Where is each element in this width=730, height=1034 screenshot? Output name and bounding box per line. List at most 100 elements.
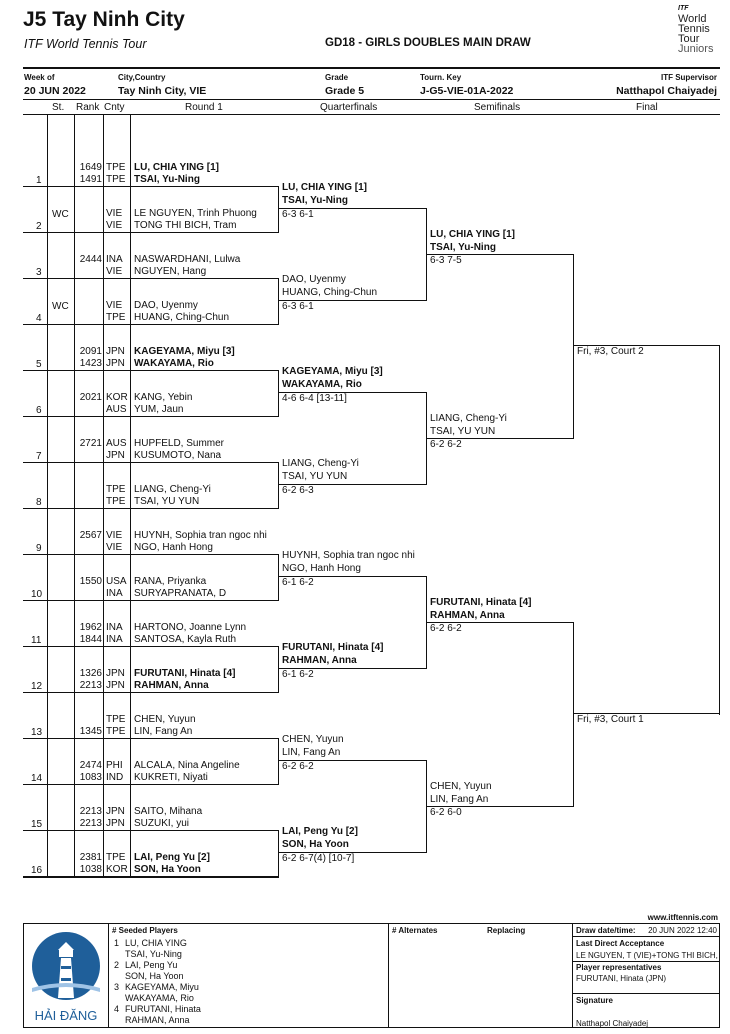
r1-line — [23, 738, 279, 739]
col-rank: Rank — [76, 102, 100, 113]
entry-status: WC — [52, 301, 69, 312]
player-country: TPE — [106, 714, 126, 725]
sf-connector — [573, 254, 574, 439]
sf-score: 6-2 6-2 — [430, 623, 462, 634]
r1-line — [23, 370, 279, 371]
supervisor-value: Natthapol Chaiyadej — [616, 85, 717, 97]
footer-box — [23, 923, 720, 1028]
qf-score: 6-2 6-2 — [282, 761, 314, 772]
player-country: VIE — [106, 300, 123, 311]
qf-winner-1: LIANG, Cheng-Yi — [282, 458, 359, 469]
reps-value: FURUTANI, Hinata (JPN) — [576, 974, 667, 983]
player-rank: 2213 — [79, 680, 102, 691]
player-country: INA — [106, 254, 123, 265]
player-country: JPN — [106, 680, 125, 691]
player-country: VIE — [106, 530, 123, 541]
draw-line-number: 12 — [31, 681, 43, 692]
draw-line-number: 15 — [31, 819, 43, 830]
r1-connector — [278, 462, 279, 509]
qf-winner-1: KAGEYAMA, Miyu [3] — [282, 366, 383, 377]
final-line — [573, 345, 720, 346]
tourn-key-label: Tourn. Key — [420, 73, 462, 82]
qf-winner-1: LU, CHIA YING [1] — [282, 182, 368, 193]
draw-name: GD18 - GIRLS DOUBLES MAIN DRAW — [325, 37, 531, 49]
player-country: VIE — [106, 208, 123, 219]
seed-player-1: LAI, Peng Yu — [125, 960, 178, 970]
r1-connector — [278, 646, 279, 693]
col-final: Final — [636, 102, 658, 113]
sep-st — [47, 114, 48, 877]
r1-connector — [278, 370, 279, 417]
player-country: JPN — [106, 668, 125, 679]
player-name: SUZUKI, yui — [134, 818, 190, 829]
r1-line — [23, 554, 279, 555]
col-sf: Semifinals — [474, 102, 521, 113]
qf-line — [278, 484, 427, 485]
sep-name — [130, 114, 131, 877]
player-name: LU, CHIA YING [1] — [134, 162, 220, 173]
player-rank: 1423 — [79, 358, 102, 369]
player-name: HUPFELD, Summer — [134, 438, 225, 449]
draw-line-number: 10 — [31, 589, 43, 600]
signature-label: Signature — [576, 996, 613, 1005]
player-country: AUS — [106, 438, 127, 449]
sep-cnty — [103, 114, 104, 877]
page-subtitle: ITF World Tennis Tour — [24, 37, 147, 51]
seed-number: 2 — [114, 960, 120, 970]
player-name: KAGEYAMA, Miyu [3] — [134, 346, 235, 357]
final-connector — [719, 345, 720, 715]
seed-player-1: LU, CHIA YING — [125, 938, 187, 948]
player-rank: 1962 — [79, 622, 102, 633]
player-rank: 1491 — [79, 174, 102, 185]
player-name: FURUTANI, Hinata [4] — [134, 668, 236, 679]
player-rank: 1345 — [79, 726, 102, 737]
player-country: JPN — [106, 358, 125, 369]
player-name: KANG, Yebin — [134, 392, 193, 403]
player-country: JPN — [106, 806, 125, 817]
draw-date-value: 20 JUN 2022 12:40 — [648, 926, 717, 935]
week-value: 20 JUN 2022 — [24, 85, 86, 97]
sf-line — [426, 806, 574, 807]
r1-line — [23, 324, 279, 325]
supervisor-label: ITF Supervisor — [660, 73, 717, 82]
itf-logo: ITF World Tennis Tour Juniors — [678, 5, 724, 57]
draw-line-number: 2 — [36, 221, 42, 232]
sf-winner-1: CHEN, Yuyun — [430, 781, 492, 792]
sf-winner-2: TSAI, YU YUN — [430, 426, 496, 437]
player-name: LIANG, Cheng-Yi — [134, 484, 211, 495]
player-rank: 1326 — [79, 668, 102, 679]
player-name: LE NGUYEN, Trinh Phuong — [134, 208, 257, 219]
qf-winner-1: DAO, Uyenmy — [282, 274, 346, 285]
qf-winner-2: WAKAYAMA, Rio — [282, 379, 362, 390]
seed-player-2: RAHMAN, Anna — [125, 1015, 190, 1025]
seed-player-2: TSAI, Yu-Ning — [125, 949, 182, 959]
sf-score: 6-2 6-0 — [430, 807, 462, 818]
col-round1: Round 1 — [185, 102, 223, 113]
alternates-title: # Alternates — [392, 926, 438, 935]
player-name: HUANG, Ching-Chun — [134, 312, 230, 323]
player-name: YUM, Jaun — [134, 404, 184, 415]
lighthouse-logo: HẢI ĐĂNG — [28, 930, 104, 1024]
player-country: IND — [106, 772, 124, 783]
fr-rule-2 — [572, 961, 720, 962]
player-name: RANA, Priyanka — [134, 576, 207, 587]
player-name: RAHMAN, Anna — [134, 680, 209, 691]
player-name: SAITO, Mihana — [134, 806, 203, 817]
final-court: Fri, #3, Court 1 — [577, 714, 644, 725]
qf-winner-2: SON, Ha Yoon — [282, 839, 349, 850]
colhead-top-rule — [23, 99, 720, 100]
qf-winner-2: HUANG, Ching-Chun — [282, 287, 378, 298]
footer-sep-3 — [572, 923, 573, 1028]
player-country: VIE — [106, 266, 123, 277]
tourn-key-value: J-G5-VIE-01A-2022 — [420, 85, 514, 97]
qf-line — [278, 576, 427, 577]
r1-line — [23, 232, 279, 233]
city-label: City,Country — [118, 73, 166, 82]
sf-connector — [573, 622, 574, 807]
r1-line — [23, 784, 279, 785]
qf-line — [278, 760, 427, 761]
r1-connector — [278, 186, 279, 233]
qf-score: 6-2 6-7(4) [10-7] — [282, 853, 355, 864]
draw-line-number: 16 — [31, 865, 43, 876]
draw-line-number: 13 — [31, 727, 43, 738]
